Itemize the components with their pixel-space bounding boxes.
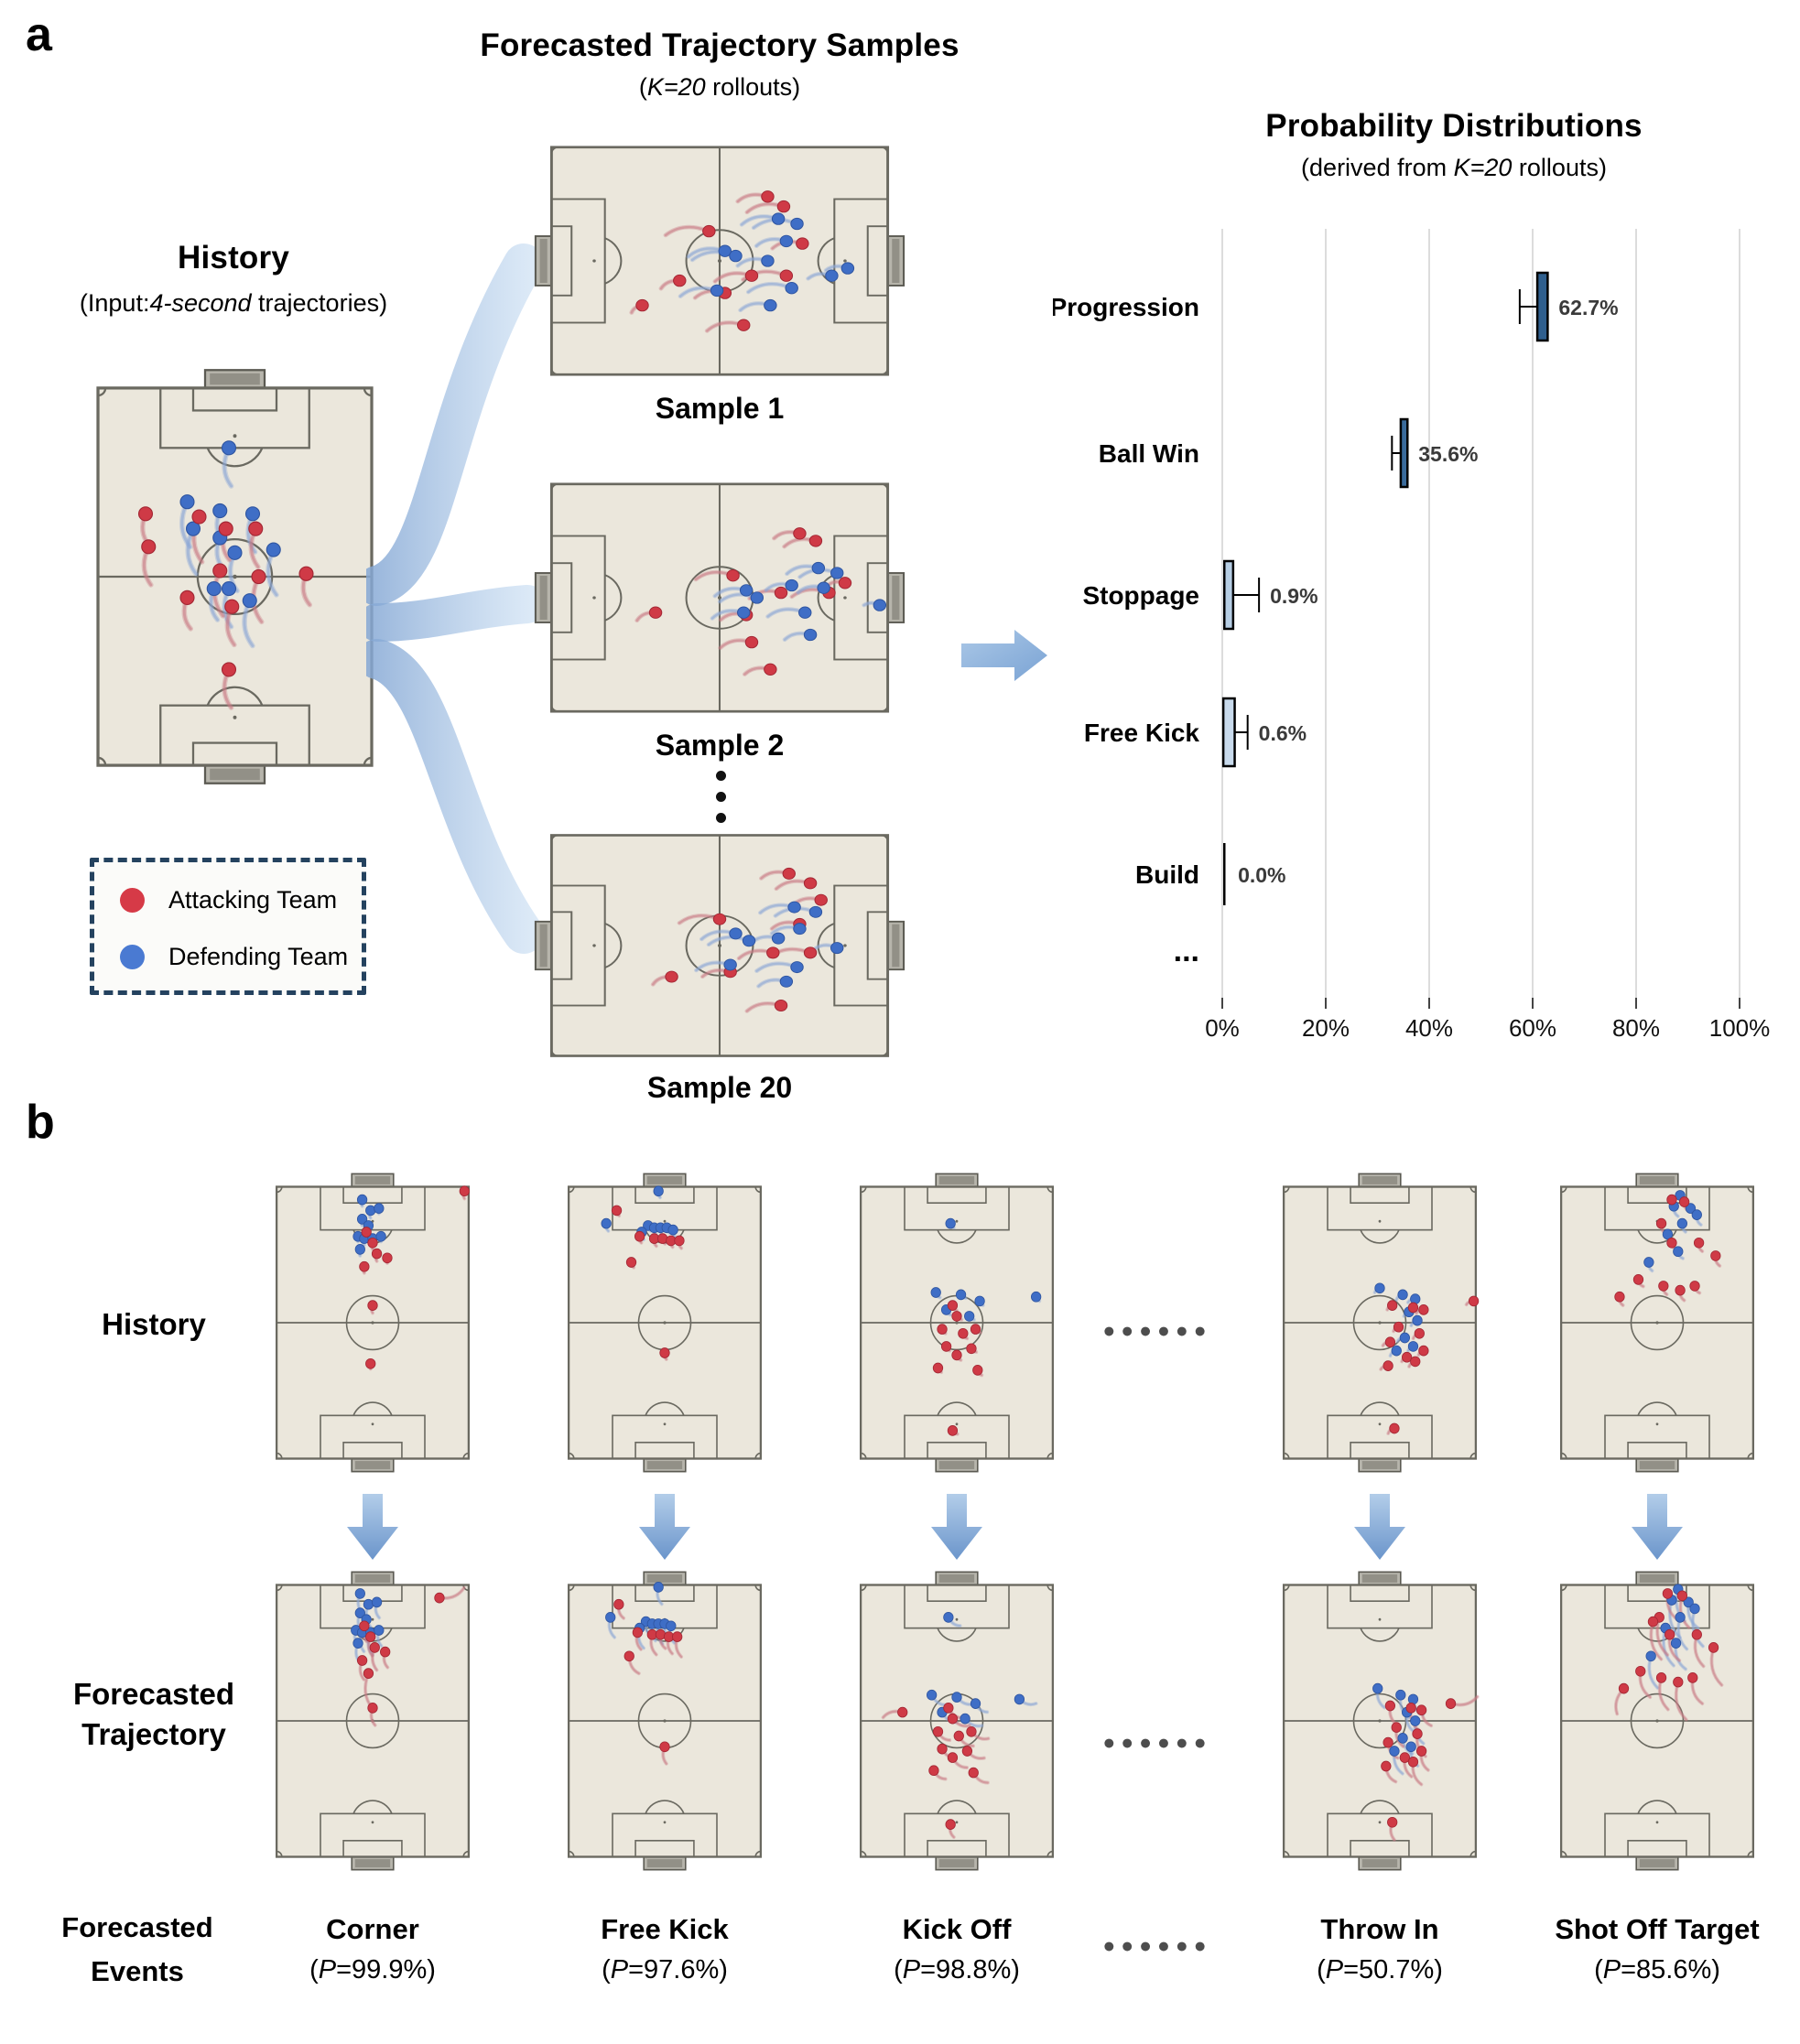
row-label-events-1: Forecasted bbox=[61, 1911, 213, 1943]
row-label-history: History bbox=[102, 1307, 206, 1341]
svg-text:62.7%: 62.7% bbox=[1558, 296, 1618, 319]
pitch-b-history-kickoff bbox=[852, 1172, 1061, 1474]
row-label-forecast-1: Forecasted bbox=[72, 1677, 235, 1711]
svg-text:80%: 80% bbox=[1612, 1014, 1660, 1042]
history-title: History bbox=[178, 240, 289, 276]
pitch-b-history-throwin bbox=[1275, 1172, 1484, 1474]
svg-text:...: ... bbox=[1174, 934, 1199, 968]
row-label-events-2: Events bbox=[91, 1955, 184, 1987]
event-name-corner: Corner bbox=[326, 1913, 419, 1945]
svg-text:35.6%: 35.6% bbox=[1418, 442, 1478, 466]
pitch-history-input bbox=[86, 367, 384, 786]
event-name-freekick: Free Kick bbox=[601, 1913, 729, 1945]
forecast-row-ellipsis: ●●●●●● bbox=[1102, 1730, 1212, 1754]
defending-team-dot-icon bbox=[120, 945, 145, 969]
panel-a-label: a bbox=[26, 8, 52, 61]
legend-item-defending: Defending Team bbox=[120, 943, 348, 971]
svg-text:60%: 60% bbox=[1509, 1014, 1556, 1042]
svg-text:20%: 20% bbox=[1302, 1014, 1350, 1042]
team-legend: Attacking Team Defending Team bbox=[90, 858, 366, 995]
samples-vertical-ellipsis bbox=[715, 771, 726, 834]
samples-title: Forecasted Trajectory Samples bbox=[480, 27, 960, 63]
pitch-b-history-shot bbox=[1553, 1172, 1762, 1474]
panel-b-label: b bbox=[26, 1096, 55, 1149]
down-arrow-icon bbox=[347, 1494, 398, 1560]
sample-2-label: Sample 2 bbox=[655, 729, 785, 762]
svg-text:0.6%: 0.6% bbox=[1259, 721, 1307, 745]
down-arrow-icon bbox=[1354, 1494, 1405, 1560]
chart-subtitle: (derived from K=20 rollouts) bbox=[1301, 154, 1607, 181]
event-p-freekick: (P=97.6%) bbox=[602, 1955, 728, 1985]
probability-boxplot-chart: 0% 20% 40% 60% 80% 100% Progression 62.7% Ball W… bbox=[1053, 220, 1800, 1044]
pitch-b-forecast-shot bbox=[1553, 1570, 1762, 1872]
event-p-kickoff: (P=98.8%) bbox=[894, 1955, 1020, 1985]
svg-text:Build: Build bbox=[1135, 860, 1199, 889]
svg-text:Ball Win: Ball Win bbox=[1099, 439, 1199, 468]
svg-text:Free Kick: Free Kick bbox=[1084, 719, 1199, 747]
event-p-corner: (P=99.9%) bbox=[309, 1955, 436, 1985]
svg-text:Progression: Progression bbox=[1053, 293, 1199, 321]
svg-text:0%: 0% bbox=[1205, 1014, 1240, 1042]
event-name-kickoff: Kick Off bbox=[902, 1913, 1012, 1945]
legend-item-attacking: Attacking Team bbox=[120, 886, 337, 914]
svg-text:100%: 100% bbox=[1709, 1014, 1771, 1042]
down-arrow-icon bbox=[639, 1494, 690, 1560]
svg-text:0.9%: 0.9% bbox=[1270, 584, 1317, 608]
legend-attacking-label: Attacking Team bbox=[168, 886, 338, 914]
flow-ribbons bbox=[366, 243, 540, 954]
pitch-b-forecast-throwin bbox=[1275, 1570, 1484, 1872]
down-arrow-icon bbox=[1632, 1494, 1683, 1560]
pitch-b-history-corner bbox=[268, 1172, 477, 1474]
samples-subtitle: (K=20 rollouts) bbox=[638, 73, 801, 101]
svg-text:Stoppage: Stoppage bbox=[1082, 581, 1199, 610]
event-p-throwin: (P=50.7%) bbox=[1317, 1955, 1443, 1985]
attacking-team-dot-icon bbox=[120, 888, 145, 913]
events-row-ellipsis: ●●●●●● bbox=[1102, 1933, 1212, 1957]
right-arrow-icon bbox=[961, 630, 1047, 681]
sample-20-label: Sample 20 bbox=[646, 1071, 793, 1104]
event-name-shot: Shot Off Target bbox=[1555, 1913, 1760, 1945]
row-label-forecast-2: Trajectory bbox=[81, 1717, 226, 1751]
event-name-throwin: Throw In bbox=[1320, 1913, 1439, 1945]
sample-1-label: Sample 1 bbox=[655, 392, 785, 425]
legend-defending-label: Defending Team bbox=[168, 943, 349, 970]
history-row-ellipsis: ●●●●●● bbox=[1102, 1318, 1212, 1342]
svg-text:0.0%: 0.0% bbox=[1238, 863, 1285, 887]
pitch-sample-1 bbox=[533, 137, 906, 384]
down-arrow-icon bbox=[931, 1494, 982, 1560]
pitch-b-history-freekick bbox=[560, 1172, 769, 1474]
pitch-b-forecast-kickoff bbox=[852, 1570, 1061, 1872]
pitch-sample-2 bbox=[533, 474, 906, 721]
chart-title: Probability Distributions bbox=[1265, 108, 1643, 144]
pitch-sample-20 bbox=[533, 826, 906, 1065]
event-p-shot: (P=85.6%) bbox=[1594, 1955, 1720, 1985]
history-subtitle: (Input:4-second trajectories) bbox=[79, 289, 388, 317]
pitch-b-forecast-corner bbox=[268, 1570, 477, 1872]
pitch-b-forecast-freekick bbox=[560, 1570, 769, 1872]
svg-text:40%: 40% bbox=[1405, 1014, 1453, 1042]
